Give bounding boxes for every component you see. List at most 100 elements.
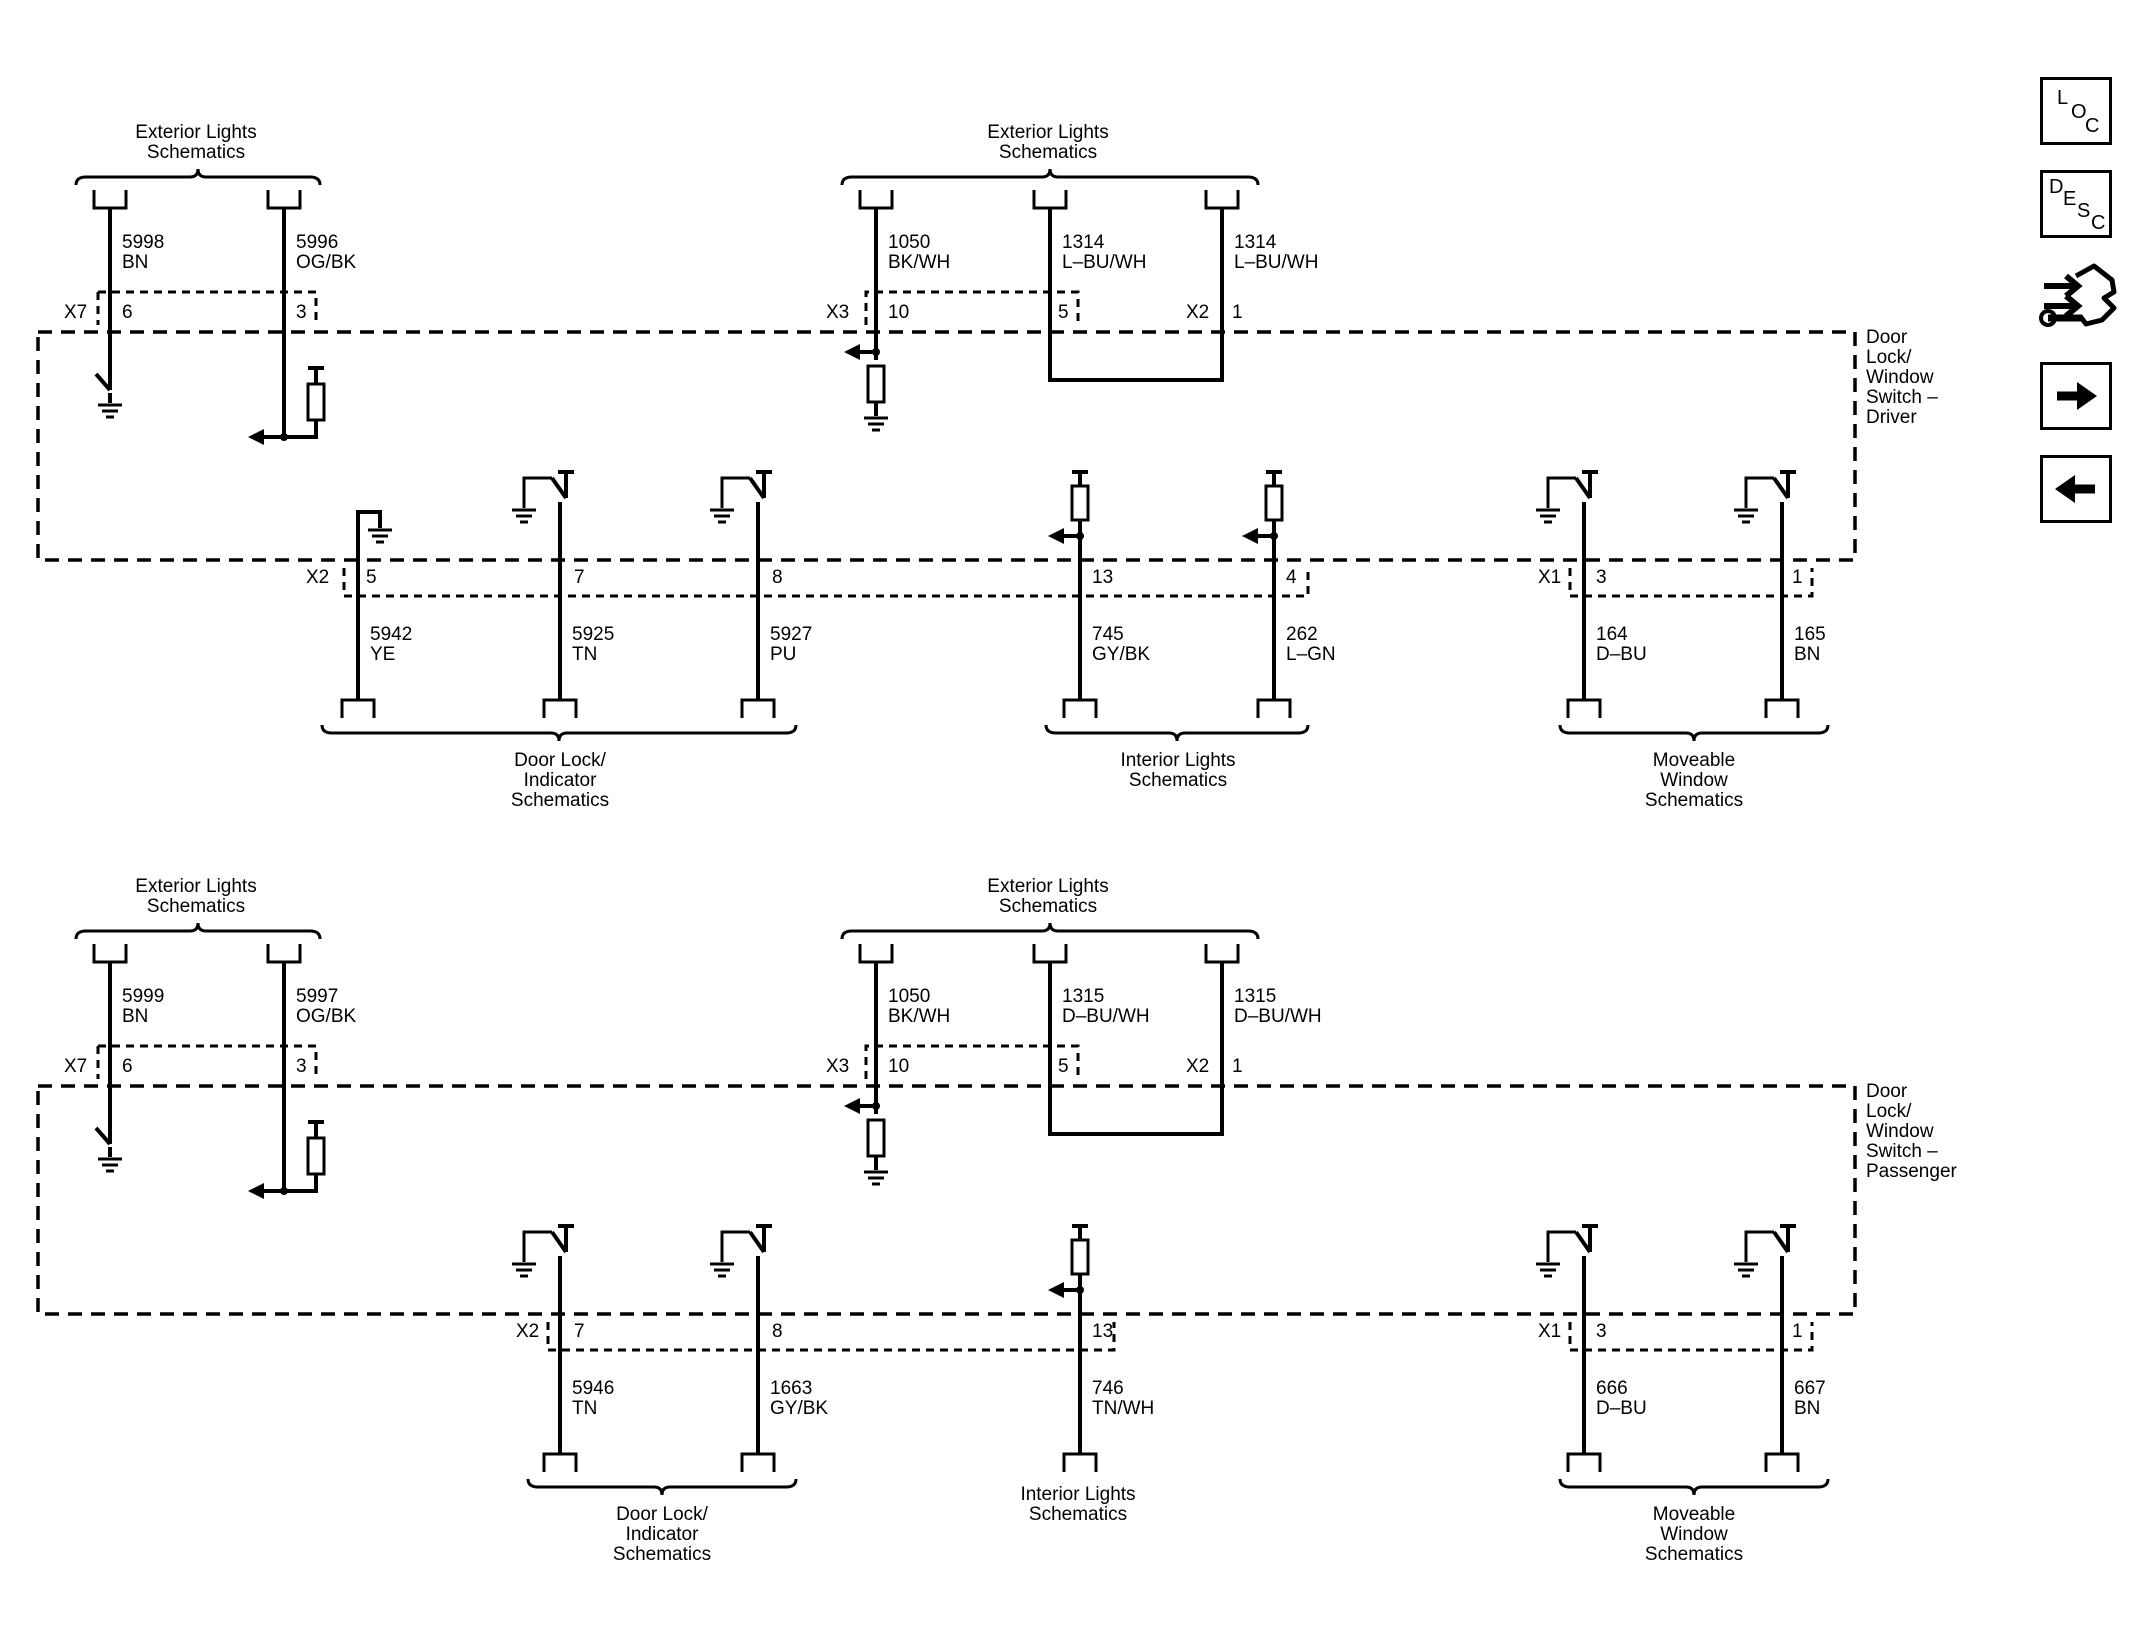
wire-label: 165 bbox=[1794, 624, 1826, 645]
switch-ground-leg bbox=[1744, 1230, 1774, 1262]
module-boundary bbox=[36, 330, 1857, 562]
module-label: Door bbox=[1866, 327, 1908, 348]
wire-label: GY/BK bbox=[1092, 644, 1150, 665]
harness-brace bbox=[526, 1478, 798, 1496]
wire-label: D–BU bbox=[1596, 1398, 1647, 1419]
wire-segment bbox=[356, 510, 382, 700]
wire-label: TN/WH bbox=[1092, 1398, 1154, 1419]
wire-label: 1314 bbox=[1234, 232, 1277, 253]
previous-page-button[interactable] bbox=[2040, 455, 2112, 523]
wire-label: L–GN bbox=[1286, 644, 1336, 665]
resistor-icon bbox=[1070, 1238, 1090, 1276]
harness-label: Schematics bbox=[613, 1544, 711, 1565]
wire-segment bbox=[94, 1126, 112, 1146]
switch-icon bbox=[1772, 1230, 1790, 1254]
terminal-connector bbox=[266, 944, 302, 964]
wire-label: 5925 bbox=[572, 624, 614, 645]
terminal-connector bbox=[1032, 944, 1068, 964]
connector-label: X3 bbox=[826, 1056, 849, 1077]
switch-icon bbox=[748, 476, 766, 500]
arrow-head-icon bbox=[844, 344, 860, 360]
pin-label: 5 bbox=[1058, 1056, 1069, 1077]
harness-label: Exterior Lights bbox=[135, 122, 256, 143]
harness-label: Indicator bbox=[626, 1524, 700, 1545]
wire-label: 1315 bbox=[1234, 986, 1276, 1007]
pin-label: 13 bbox=[1092, 1321, 1113, 1342]
harness-brace bbox=[74, 922, 322, 940]
harness-label: Moveable bbox=[1653, 1504, 1735, 1525]
wire-label: BN bbox=[1794, 1398, 1820, 1419]
harness-label: Schematics bbox=[147, 896, 245, 917]
wire-label: BK/WH bbox=[888, 252, 950, 273]
harness-label: Interior Lights bbox=[1020, 1484, 1135, 1505]
module-label: Switch – bbox=[1866, 1141, 1938, 1162]
resistor-icon bbox=[306, 382, 326, 422]
switch-icon bbox=[1574, 476, 1592, 500]
module-label: Switch – bbox=[1866, 387, 1938, 408]
pin-label: 4 bbox=[1286, 567, 1297, 588]
switch-ground-leg bbox=[522, 476, 552, 508]
pin-label: 3 bbox=[1596, 567, 1607, 588]
pin-label: 13 bbox=[1092, 567, 1113, 588]
pin-label: 3 bbox=[296, 302, 307, 323]
pin-label: 8 bbox=[772, 567, 783, 588]
harness-brace bbox=[840, 922, 1260, 940]
harness-label: Schematics bbox=[999, 142, 1097, 163]
connector-label: X2 bbox=[306, 567, 329, 588]
connector-outline bbox=[96, 290, 318, 325]
wire-label: BN bbox=[1794, 644, 1820, 665]
pin-label: 1 bbox=[1232, 1056, 1243, 1077]
pin-label: 6 bbox=[122, 1056, 133, 1077]
arrow-left-icon bbox=[2055, 475, 2095, 503]
wire-label: 1663 bbox=[770, 1378, 812, 1399]
wire-label: L–BU/WH bbox=[1234, 252, 1318, 273]
module-label: Window bbox=[1866, 367, 1934, 388]
switch-icon bbox=[748, 1230, 766, 1254]
connector-end-view-button[interactable] bbox=[2036, 258, 2120, 340]
harness-label: Door Lock/ bbox=[616, 1504, 709, 1525]
pin-label: 5 bbox=[366, 567, 377, 588]
terminal-connector bbox=[92, 944, 128, 964]
harness-label: Schematics bbox=[1645, 790, 1743, 811]
pin-label: 10 bbox=[888, 302, 909, 323]
terminal-connector bbox=[740, 698, 776, 718]
wire-label: BK/WH bbox=[888, 1006, 950, 1027]
harness-label: Exterior Lights bbox=[135, 876, 256, 897]
wire-label: 1050 bbox=[888, 232, 930, 253]
wire-label: 1314 bbox=[1062, 232, 1105, 253]
terminal-connector bbox=[1062, 698, 1098, 718]
wire-label: YE bbox=[370, 644, 395, 665]
terminal-connector bbox=[1032, 190, 1068, 210]
wire-label: BN bbox=[122, 252, 148, 273]
module-label: Passenger bbox=[1866, 1161, 1958, 1182]
wire-label: TN bbox=[572, 644, 597, 665]
connector-label: X7 bbox=[64, 302, 87, 323]
terminal-connector bbox=[1764, 698, 1800, 718]
terminal-connector bbox=[1062, 1452, 1098, 1472]
terminal-connector bbox=[858, 944, 894, 964]
switch-icon bbox=[1772, 476, 1790, 500]
pin-label: 7 bbox=[574, 567, 585, 588]
connector-label: X2 bbox=[1186, 302, 1209, 323]
next-page-button[interactable] bbox=[2040, 362, 2112, 430]
location-button[interactable]: L O C bbox=[2040, 77, 2112, 145]
switch-ground-leg bbox=[720, 476, 750, 508]
wire-label: 5997 bbox=[296, 986, 338, 1007]
switch-icon bbox=[550, 476, 568, 500]
wire-label: 1050 bbox=[888, 986, 930, 1007]
switch-ground-leg bbox=[522, 1230, 552, 1262]
harness-label: Interior Lights bbox=[1120, 750, 1235, 771]
wire-label: OG/BK bbox=[296, 1006, 357, 1027]
wire-label: D–BU/WH bbox=[1062, 1006, 1150, 1027]
pin-label: 6 bbox=[122, 302, 133, 323]
connector-outline bbox=[864, 290, 1080, 325]
module-label: Lock/ bbox=[1866, 347, 1912, 368]
description-button[interactable]: D E S C bbox=[2040, 170, 2112, 238]
switch-ground-leg bbox=[720, 1230, 750, 1262]
harness-label: Schematics bbox=[1645, 1544, 1743, 1565]
wire-label: 5927 bbox=[770, 624, 812, 645]
terminal-connector bbox=[1566, 698, 1602, 718]
switch-icon bbox=[550, 1230, 568, 1254]
